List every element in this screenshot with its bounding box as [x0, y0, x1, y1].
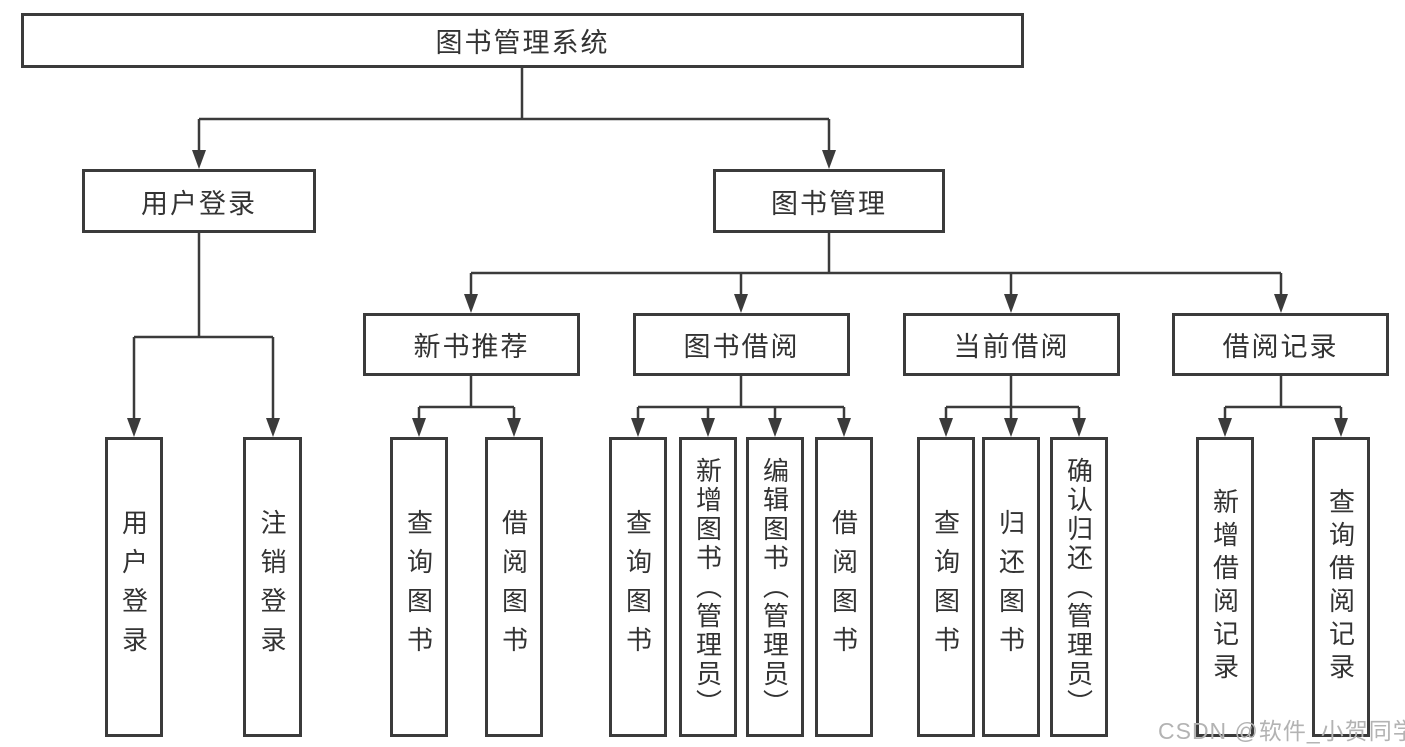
node-label: 图书管理: [771, 188, 887, 219]
node-root-system: 图书管理系统: [21, 13, 1024, 68]
leaf-label: 借阅图书: [828, 509, 859, 665]
leaf-borrow-books-2: 借阅图书: [815, 437, 873, 737]
leaf-logout: 注销登录: [243, 437, 302, 737]
node-label: 借阅记录: [1222, 332, 1339, 362]
leaf-query-books-1: 查询图书: [390, 437, 448, 737]
node-label: 当前借阅: [953, 332, 1070, 362]
arrowheads: [127, 150, 1348, 437]
leaf-query-books-3: 查询图书: [917, 437, 975, 737]
node-label: 图书管理系统: [435, 28, 610, 58]
connector-lines: [132, 68, 1343, 420]
leaf-label: 新增借阅记录: [1209, 488, 1240, 686]
leaf-label: 确认归还（管理员）: [1063, 456, 1094, 718]
leaf-label: 借阅图书: [498, 509, 529, 665]
leaf-label: 新增图书（管理员）: [692, 456, 723, 718]
leaf-add-borrow-record: 新增借阅记录: [1196, 437, 1254, 737]
leaf-borrow-books-1: 借阅图书: [485, 437, 543, 737]
csdn-watermark: CSDN @软件_小贺同学: [1158, 718, 1405, 744]
node-label: 用户登录: [141, 188, 257, 219]
leaf-user-login: 用户登录: [105, 437, 163, 737]
node-label: 新书推荐: [413, 332, 530, 362]
node-book-management-branch: 图书管理: [713, 169, 945, 233]
leaf-label: 用户登录: [118, 509, 149, 665]
leaf-label: 查询借阅记录: [1325, 488, 1356, 686]
leaf-query-borrow-record: 查询借阅记录: [1312, 437, 1370, 737]
node-borrowing-records: 借阅记录: [1172, 313, 1389, 376]
leaf-edit-books-admin: 编辑图书（管理员）: [746, 437, 804, 737]
node-user-login-branch: 用户登录: [82, 169, 316, 233]
leaf-label: 查询图书: [622, 509, 653, 665]
node-book-borrowing: 图书借阅: [633, 313, 850, 376]
leaf-add-books-admin: 新增图书（管理员）: [679, 437, 737, 737]
node-current-borrowing: 当前借阅: [903, 313, 1120, 376]
leaf-label: 编辑图书（管理员）: [759, 456, 790, 718]
leaf-label: 注销登录: [257, 509, 287, 665]
node-new-book-recommend: 新书推荐: [363, 313, 580, 376]
leaf-label: 归还图书: [995, 509, 1026, 665]
leaf-label: 查询图书: [930, 509, 961, 665]
leaf-label: 查询图书: [403, 509, 434, 665]
leaf-return-books: 归还图书: [982, 437, 1040, 737]
leaf-confirm-return-admin: 确认归还（管理员）: [1050, 437, 1108, 737]
leaf-query-books-2: 查询图书: [609, 437, 667, 737]
node-label: 图书借阅: [683, 332, 800, 362]
